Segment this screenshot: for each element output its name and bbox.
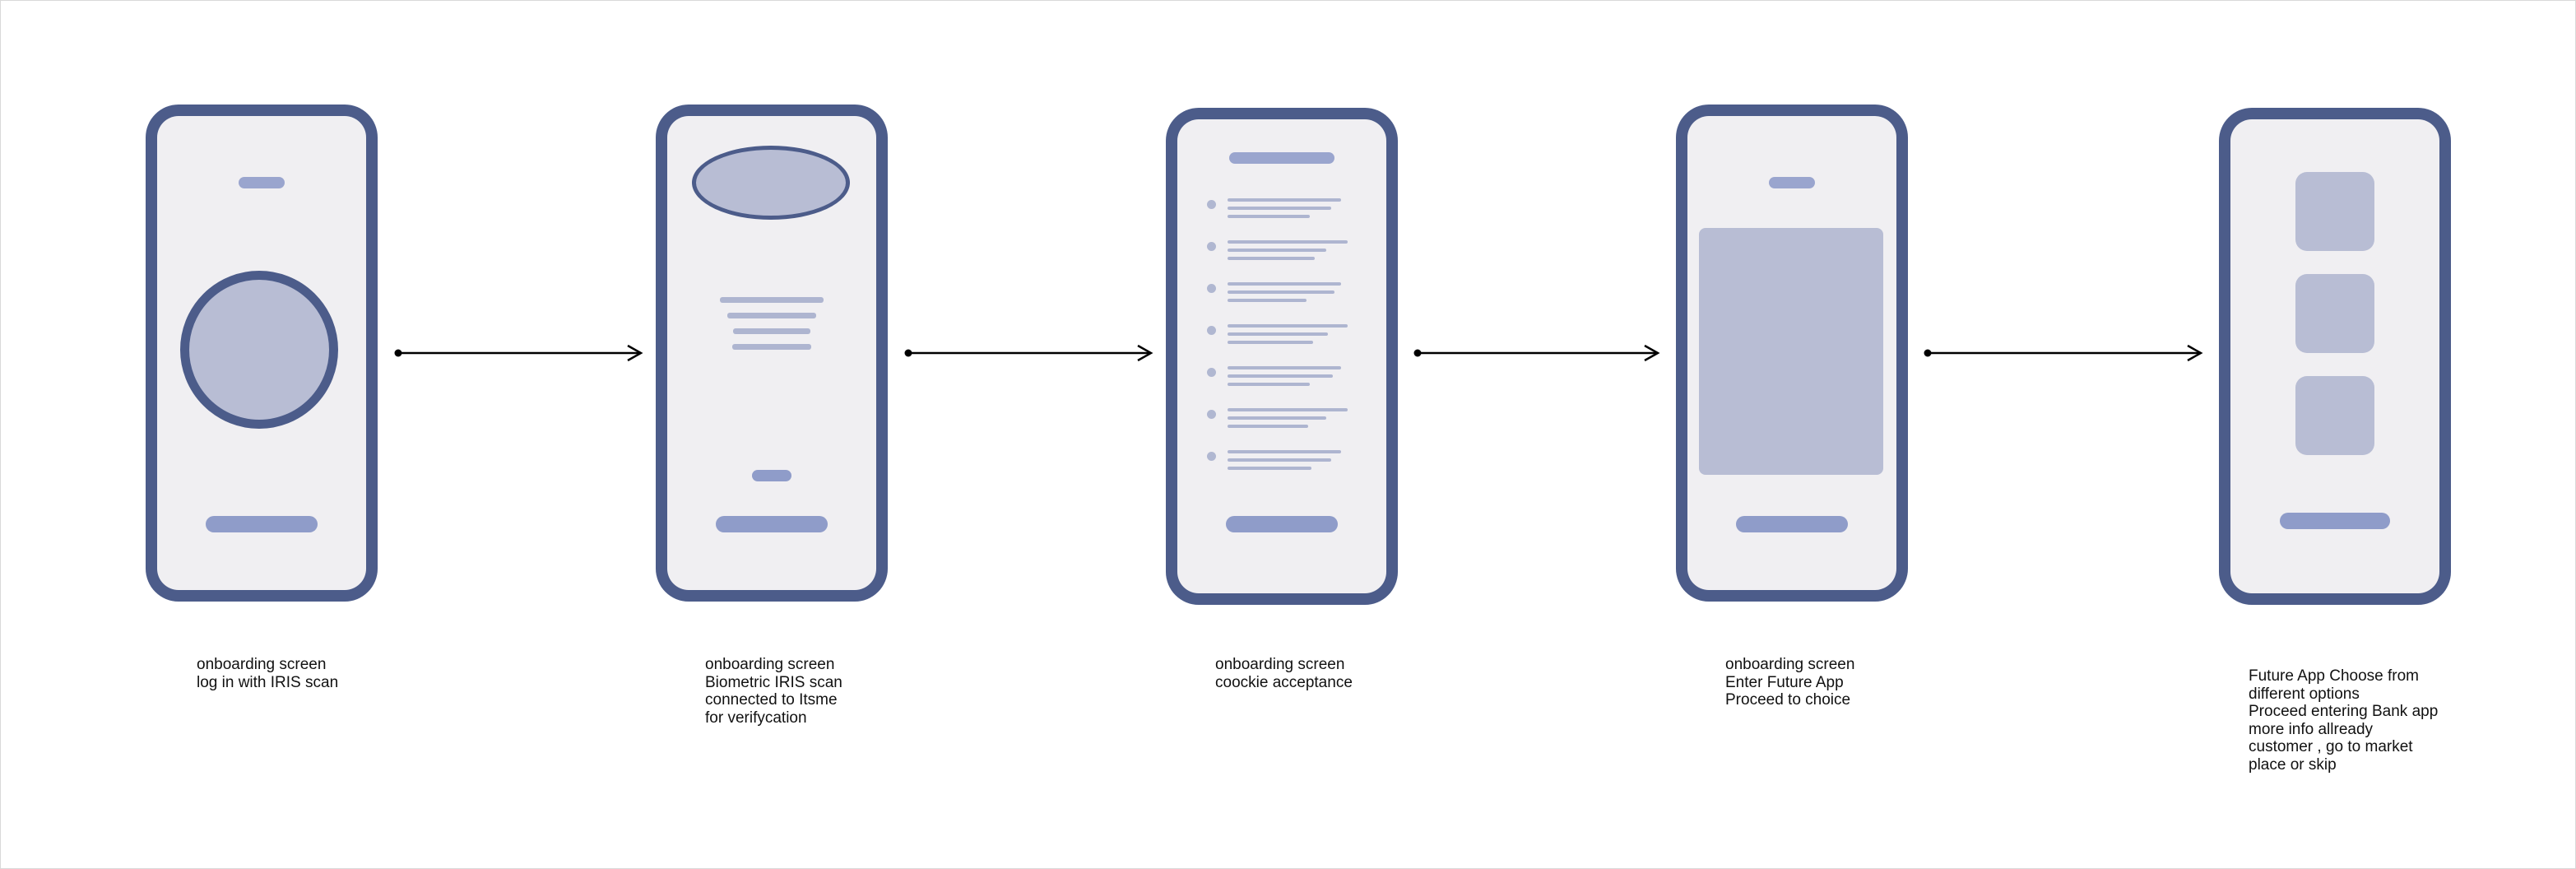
cookie-list-item — [1207, 366, 1370, 386]
text-placeholder-line — [1228, 240, 1348, 244]
status-bar-pill — [1769, 177, 1815, 188]
flow-arrow — [1413, 344, 1660, 362]
content-panel — [1699, 228, 1883, 475]
flow-arrow — [394, 344, 643, 362]
option-card-1[interactable] — [2295, 172, 2374, 251]
option-card-3[interactable] — [2295, 376, 2374, 455]
option-card-2[interactable] — [2295, 274, 2374, 353]
bullet-icon — [1207, 284, 1216, 293]
text-placeholder-line — [1228, 249, 1326, 252]
small-action-pill[interactable] — [752, 470, 791, 481]
text-placeholder-line — [732, 344, 811, 350]
text-placeholder-line — [1228, 257, 1315, 260]
phone-choose-options[interactable] — [2219, 108, 2451, 605]
text-placeholder-line — [1228, 198, 1341, 202]
primary-button[interactable] — [206, 516, 318, 532]
phone-screen — [157, 116, 366, 590]
phone-screen — [1177, 119, 1386, 593]
phone-iris-verify[interactable] — [656, 105, 888, 602]
bullet-icon — [1207, 452, 1216, 461]
phone-enter-future-app[interactable] — [1676, 105, 1908, 602]
cookie-list — [1207, 198, 1370, 470]
phone-cookie-acceptance[interactable] — [1166, 108, 1398, 605]
text-placeholder-line — [1228, 458, 1331, 462]
text-placeholder-line — [1228, 416, 1326, 420]
bullet-icon — [1207, 200, 1216, 209]
text-placeholder-line — [1228, 207, 1331, 210]
bullet-icon — [1207, 242, 1216, 251]
text-placeholder-line — [1228, 450, 1341, 453]
caption-enter-future-app: onboarding screen Enter Future App Proce… — [1725, 656, 1855, 709]
phone-screen — [1687, 116, 1896, 590]
caption-choose-options: Future App Choose from different options… — [2249, 667, 2439, 774]
text-placeholder-line — [727, 313, 816, 318]
iris-scan-circle — [180, 271, 338, 429]
bullet-icon — [1207, 368, 1216, 377]
bullet-icon — [1207, 410, 1216, 419]
text-placeholder-line — [1228, 408, 1348, 411]
text-placeholder-line — [1228, 366, 1341, 369]
caption-iris-login: onboarding screen log in with IRIS scan — [197, 656, 339, 691]
text-placeholder-line — [1228, 324, 1348, 328]
text-placeholder-line — [1228, 341, 1313, 344]
bullet-icon — [1207, 326, 1216, 335]
phone-iris-login[interactable] — [146, 105, 378, 602]
text-placeholder-line — [1228, 215, 1310, 218]
text-placeholder-line — [1228, 467, 1311, 470]
text-placeholder-line — [1228, 425, 1308, 428]
text-placeholder-line — [1228, 299, 1307, 302]
caption-cookie-acceptance: onboarding screen coockie acceptance — [1215, 656, 1353, 691]
text-placeholder-line — [733, 328, 810, 334]
phone-screen — [667, 116, 876, 590]
text-placeholder-line — [1228, 282, 1341, 286]
flow-arrow — [1924, 344, 2203, 362]
text-placeholder-line — [1228, 374, 1333, 378]
caption-iris-verify: onboarding screen Biometric IRIS scan co… — [705, 656, 842, 727]
text-placeholder-line — [1228, 290, 1334, 294]
text-placeholder-line — [1228, 383, 1310, 386]
cookie-list-item — [1207, 198, 1370, 218]
itsme-text-lines — [667, 297, 876, 350]
cookie-list-item — [1207, 408, 1370, 428]
accept-button[interactable] — [1226, 516, 1338, 532]
primary-button[interactable] — [716, 516, 828, 532]
iris-ellipse — [692, 146, 850, 220]
status-bar-pill — [239, 177, 285, 188]
cookie-list-item — [1207, 282, 1370, 302]
phone-screen — [2230, 119, 2439, 593]
cookie-list-item — [1207, 324, 1370, 344]
proceed-button[interactable] — [1736, 516, 1848, 532]
cookie-list-item — [1207, 240, 1370, 260]
flow-arrow — [904, 344, 1153, 362]
text-placeholder-line — [1228, 332, 1328, 336]
text-placeholder-line — [720, 297, 824, 303]
cookie-list-item — [1207, 450, 1370, 470]
skip-button[interactable] — [2280, 513, 2390, 529]
title-bar-pill — [1229, 152, 1334, 164]
